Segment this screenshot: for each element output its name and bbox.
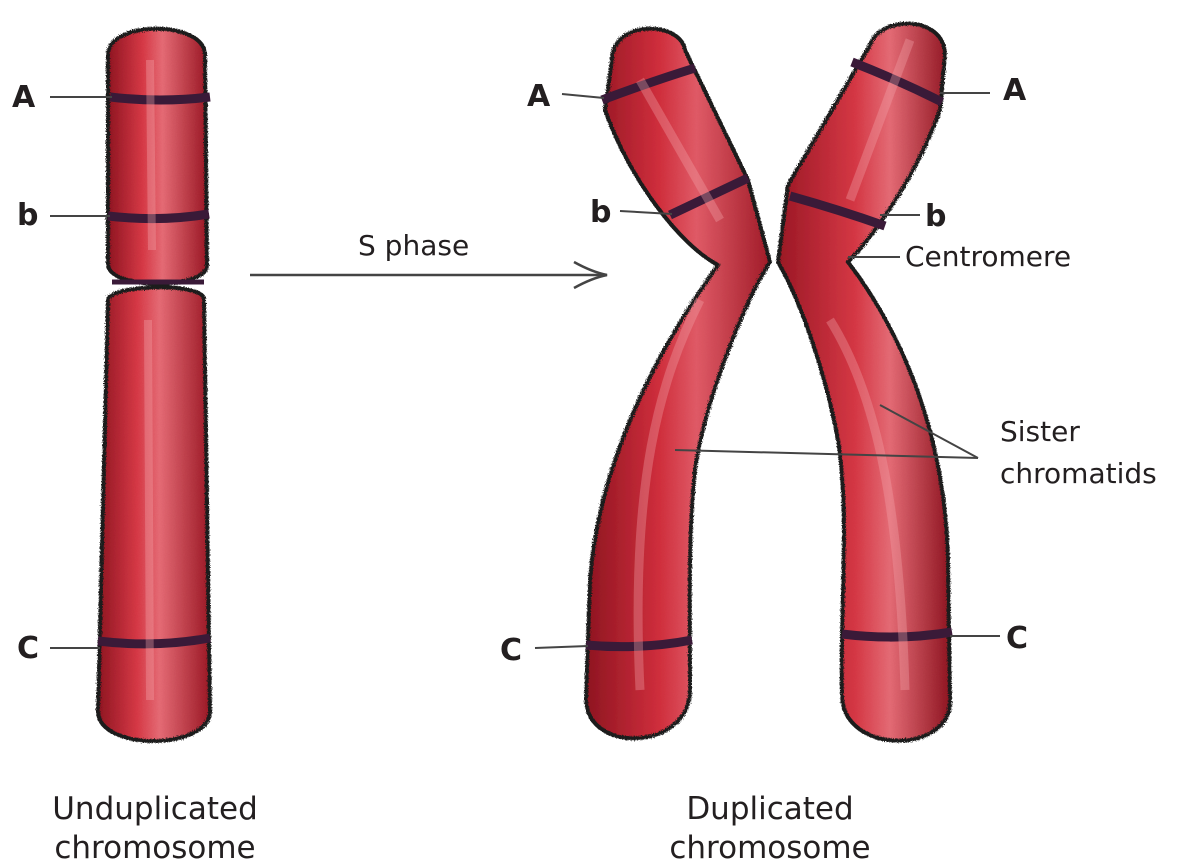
- s-phase-arrow: [250, 262, 607, 288]
- left-chromatid-body: [586, 29, 770, 739]
- undup-gene-label-b: b: [17, 201, 38, 231]
- duplicated-caption-line1: Duplicated: [650, 790, 890, 829]
- unduplicated-highlight: [148, 60, 152, 700]
- dup-gene-label-b-left: b: [590, 198, 611, 228]
- unduplicated-chromosome: [98, 29, 210, 741]
- left-sister-chromatid: [586, 29, 770, 739]
- dup-gene-label-c-right: C: [1006, 624, 1028, 654]
- centromere-label: Centromere: [905, 243, 1071, 271]
- right-sister-chromatid: [778, 24, 952, 741]
- unduplicated-upper-arm: [108, 29, 207, 284]
- undup-gene-label-c: C: [17, 634, 39, 664]
- s-phase-label: S phase: [358, 232, 469, 260]
- unduplicated-band-a: [110, 97, 210, 100]
- unduplicated-band-b: [108, 214, 209, 219]
- dup-gene-label-a-left: A: [527, 82, 550, 112]
- undup-gene-label-a: A: [12, 83, 35, 113]
- unduplicated-lower-arm: [98, 287, 210, 741]
- unduplicated-caption-line2: chromosome: [40, 829, 270, 865]
- sister-chromatids-label-line1: Sister: [1000, 418, 1080, 446]
- duplicated-caption-line2: chromosome: [650, 829, 890, 865]
- leader-dup-c-left: [535, 646, 588, 648]
- dup-gene-label-a-right: A: [1003, 76, 1026, 106]
- right-band-c: [842, 632, 952, 637]
- dup-gene-label-b-right: b: [925, 202, 946, 232]
- sister-chromatids-label-line2: chromatids: [1000, 460, 1157, 488]
- leader-dup-a-left: [562, 94, 604, 98]
- duplicated-caption: Duplicated chromosome: [650, 790, 890, 865]
- unduplicated-caption: Unduplicated chromosome: [40, 790, 270, 865]
- dup-gene-label-c-left: C: [500, 636, 522, 666]
- unduplicated-caption-line1: Unduplicated: [40, 790, 270, 829]
